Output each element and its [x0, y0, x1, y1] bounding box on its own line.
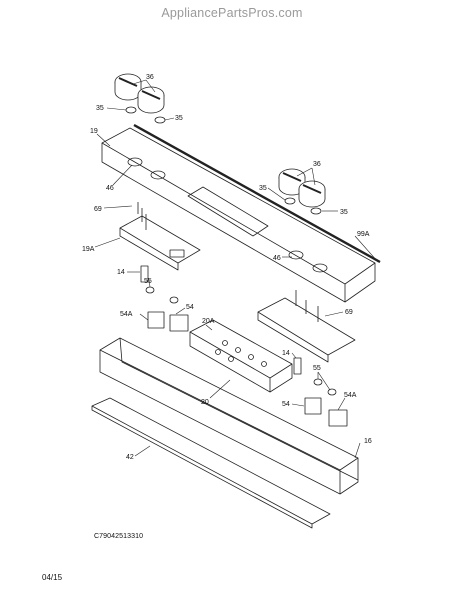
- callout-35-left: 35: [96, 105, 104, 112]
- control-panel: [101, 123, 381, 303]
- callout-35-right-top: 35: [175, 115, 183, 122]
- callout-35-right-b: 35: [340, 209, 348, 216]
- callout-16: 16: [364, 438, 372, 445]
- knob-pair-left: [114, 73, 166, 124]
- revision-date: 04/15: [42, 573, 63, 582]
- switch-left: [140, 265, 149, 283]
- callout-54-right: 54: [282, 401, 290, 408]
- diagram-code: C79042513310: [94, 533, 144, 540]
- callout-36-right: 36: [313, 161, 321, 168]
- callout-35-right-a: 35: [259, 185, 267, 192]
- callout-69-right: 69: [345, 309, 353, 316]
- screw-right: [295, 290, 319, 322]
- callout-20: 20: [201, 399, 209, 406]
- callout-54a-right: 54A: [344, 392, 357, 399]
- callout-55-left: 55: [144, 278, 152, 285]
- callout-36-top: 36: [146, 74, 154, 81]
- knob-pair-right: [278, 168, 326, 215]
- callout-14-right: 14: [282, 350, 290, 357]
- touchpad-assembly: [189, 319, 293, 393]
- callout-19: 19: [90, 128, 98, 135]
- callout-42: 42: [126, 454, 134, 461]
- callout-54-left: 54: [186, 304, 194, 311]
- backguard-body: [99, 337, 359, 495]
- callout-19a: 19A: [82, 246, 95, 253]
- panel-bracket-right: [257, 297, 356, 363]
- callout-99a: 99A: [357, 231, 370, 238]
- callout-46-left: 46: [106, 185, 114, 192]
- infinite-switches-right: [304, 378, 348, 427]
- switch-right: [293, 357, 302, 375]
- callout-46-right: 46: [273, 255, 281, 262]
- callout-69-left: 69: [94, 206, 102, 213]
- site-watermark: AppliancePartsPros.com: [161, 6, 303, 20]
- callout-55-right: 55: [313, 365, 321, 372]
- panel-bracket-left: [119, 215, 201, 271]
- callout-54a-left: 54A: [120, 311, 133, 318]
- callout-20a: 20A: [202, 318, 215, 325]
- screw-left: [137, 202, 147, 230]
- infinite-switches-left: [145, 286, 189, 332]
- trim-strip: [91, 397, 331, 529]
- leader-lines: [94, 79, 379, 459]
- callout-14-left: 14: [117, 269, 125, 276]
